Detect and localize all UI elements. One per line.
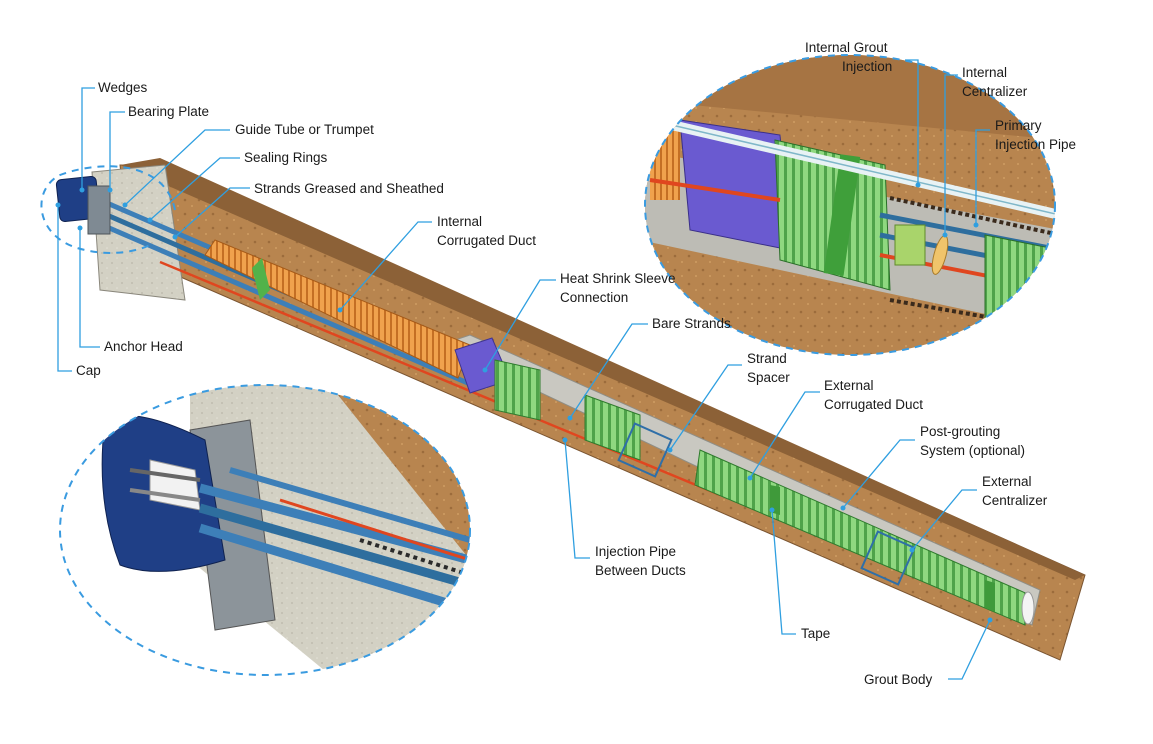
- label-post-grouting-line2: System (optional): [920, 443, 1025, 458]
- anchor-head: [88, 186, 110, 234]
- label-anchor-head: Anchor Head: [104, 339, 183, 354]
- label-internal-duct-line1: Internal: [437, 214, 482, 229]
- label-internal-centralizer-line2: Centralizer: [962, 84, 1028, 99]
- label-post-grouting-line1: Post-grouting: [920, 424, 1000, 439]
- label-strand-spacer-line1: Strand: [747, 351, 787, 366]
- label-primary-injection-line1: Primary: [995, 118, 1042, 133]
- label-external-duct-line2: Corrugated Duct: [824, 397, 923, 412]
- label-primary-injection-line2: Injection Pipe: [995, 137, 1076, 152]
- anchor-tip: [1022, 592, 1034, 624]
- label-external-centralizer-line2: Centralizer: [982, 493, 1048, 508]
- external-duct-section-1: [495, 360, 540, 420]
- label-strands-greased: Strands Greased and Sheathed: [254, 181, 444, 196]
- label-tape: Tape: [801, 626, 830, 641]
- label-bearing-plate: Bearing Plate: [128, 104, 209, 119]
- label-bare-strands: Bare Strands: [652, 316, 731, 331]
- label-strand-spacer-line2: Spacer: [747, 370, 790, 385]
- label-internal-centralizer-line1: Internal: [962, 65, 1007, 80]
- label-heat-shrink-line2: Connection: [560, 290, 628, 305]
- label-internal-grout-line1: Internal Grout: [805, 40, 888, 55]
- label-injection-between-line1: Injection Pipe: [595, 544, 676, 559]
- label-guide-tube: Guide Tube or Trumpet: [235, 122, 374, 137]
- tape-band-2: [985, 580, 995, 612]
- label-heat-shrink-line1: Heat Shrink Sleeve: [560, 271, 676, 286]
- label-external-centralizer-line1: External: [982, 474, 1032, 489]
- label-injection-between-line2: Between Ducts: [595, 563, 686, 578]
- label-internal-duct-line2: Corrugated Duct: [437, 233, 536, 248]
- label-internal-grout-line2: Injection: [842, 59, 892, 74]
- label-external-duct-line1: External: [824, 378, 874, 393]
- label-wedges: Wedges: [98, 80, 148, 95]
- label-sealing-rings: Sealing Rings: [244, 150, 328, 165]
- label-grout-body: Grout Body: [864, 672, 933, 687]
- zoom-detail-anchor: [60, 385, 470, 675]
- label-cap: Cap: [76, 363, 101, 378]
